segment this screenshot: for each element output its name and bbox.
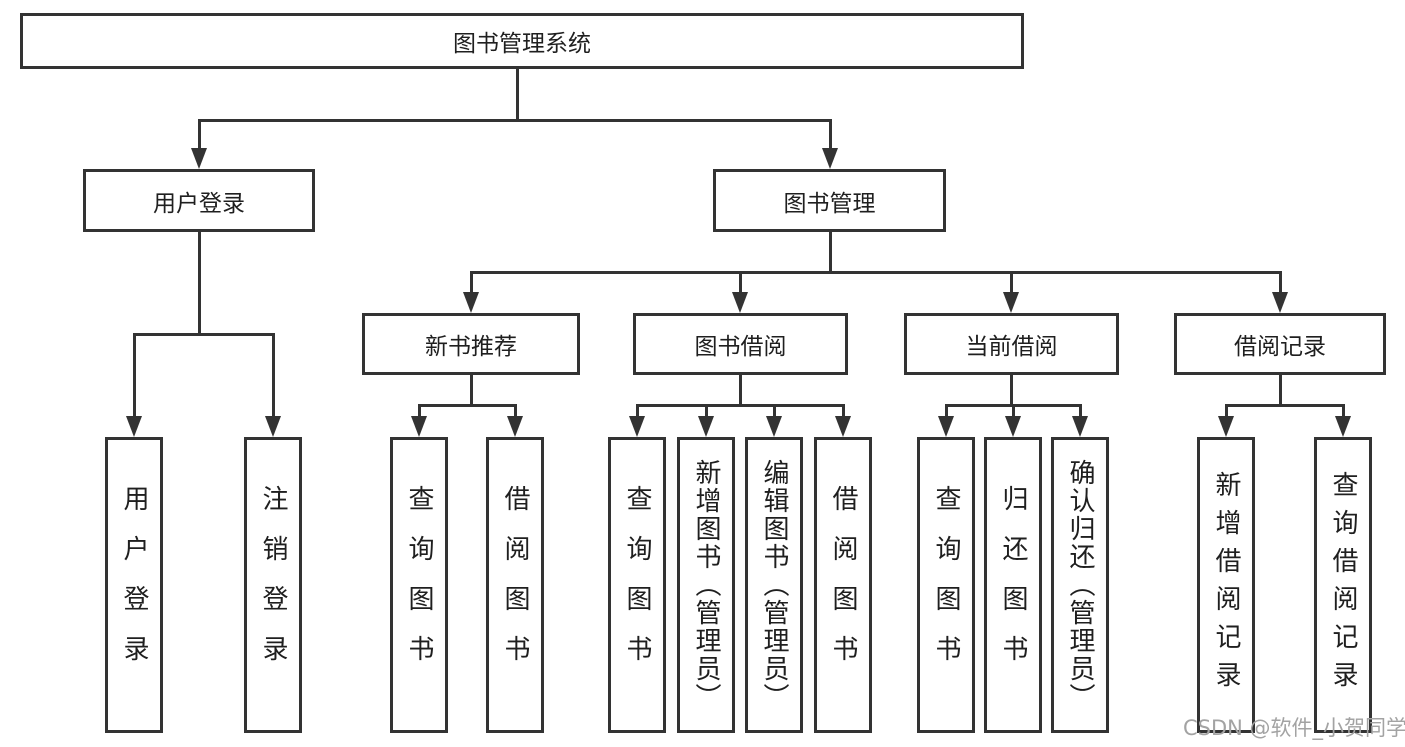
connector-line	[1225, 404, 1345, 407]
node-user-login: 用户登录	[83, 169, 315, 232]
connector-line	[1079, 405, 1082, 416]
node-leaf-borrow-books: 借阅图书	[814, 437, 872, 733]
node-leaf-return-books: 归还图书	[984, 437, 1042, 733]
arrowhead-down-icon	[938, 416, 954, 437]
connector-line	[773, 405, 776, 416]
arrowhead-down-icon	[126, 416, 142, 437]
connector-line	[1225, 405, 1228, 416]
node-leaf-borrow-books-recommend: 借阅图书	[486, 437, 544, 733]
connector-line	[418, 404, 517, 407]
connector-line	[945, 405, 948, 416]
node-leaf-query-borrow-record: 查询借阅记录	[1314, 437, 1372, 733]
connector-line	[739, 272, 742, 292]
leaf-label: 注销登录	[258, 485, 288, 685]
arrowhead-down-icon	[411, 416, 427, 437]
leaf-label: 借阅图书	[500, 485, 530, 685]
arrowhead-down-icon	[822, 148, 838, 169]
arrowhead-down-icon	[1072, 416, 1088, 437]
connector-line	[829, 232, 832, 272]
leaf-label: 借阅图书	[828, 485, 858, 685]
connector-line	[272, 334, 275, 416]
node-library-system: 图书管理系统	[20, 13, 1024, 69]
leaf-label: 编辑图书（管理员）	[759, 459, 789, 711]
node-book-borrowing: 图书借阅	[633, 313, 848, 375]
leaf-label: 确认归还（管理员）	[1065, 459, 1095, 711]
arrowhead-down-icon	[1005, 416, 1021, 437]
node-current-borrowing: 当前借阅	[904, 313, 1119, 375]
connector-line	[470, 272, 473, 292]
connector-line	[842, 405, 845, 416]
connector-line	[470, 375, 473, 405]
connector-line	[636, 404, 845, 407]
connector-line	[636, 405, 639, 416]
connector-line	[705, 405, 708, 416]
arrowhead-down-icon	[1003, 292, 1019, 313]
node-new-book-recommend: 新书推荐	[362, 313, 580, 375]
leaf-label: 新增图书（管理员）	[691, 459, 721, 711]
arrowhead-down-icon	[835, 416, 851, 437]
arrowhead-down-icon	[629, 416, 645, 437]
connector-line	[1342, 405, 1345, 416]
arrowhead-down-icon	[507, 416, 523, 437]
connector-line	[470, 271, 1282, 274]
node-book-management: 图书管理	[713, 169, 946, 232]
node-leaf-logout: 注销登录	[244, 437, 302, 733]
connector-line	[198, 232, 201, 334]
node-leaf-query-books-current: 查询图书	[917, 437, 975, 733]
leaf-label: 查询借阅记录	[1328, 471, 1358, 699]
node-leaf-query-books-recommend: 查询图书	[390, 437, 448, 733]
connector-line	[133, 334, 136, 416]
leaf-label: 查询图书	[931, 485, 961, 685]
connector-line	[516, 69, 519, 120]
connector-line	[1010, 272, 1013, 292]
arrowhead-down-icon	[1218, 416, 1234, 437]
leaf-label: 新增借阅记录	[1211, 471, 1241, 699]
connector-line	[198, 120, 201, 148]
csdn-watermark: CSDN @软件_小贺同学	[1183, 716, 1405, 740]
connector-line	[514, 405, 517, 416]
leaf-label: 归还图书	[998, 485, 1028, 685]
connector-line	[1279, 272, 1282, 292]
arrowhead-down-icon	[698, 416, 714, 437]
arrowhead-down-icon	[463, 292, 479, 313]
node-leaf-add-borrow-record: 新增借阅记录	[1197, 437, 1255, 733]
connector-line	[133, 333, 275, 336]
node-borrowing-records: 借阅记录	[1174, 313, 1386, 375]
arrowhead-down-icon	[191, 148, 207, 169]
arrowhead-down-icon	[1335, 416, 1351, 437]
arrowhead-down-icon	[766, 416, 782, 437]
connector-line	[418, 405, 421, 416]
connector-line	[829, 120, 832, 148]
arrowhead-down-icon	[1272, 292, 1288, 313]
node-leaf-query-books-borrowing: 查询图书	[608, 437, 666, 733]
connector-line	[1012, 405, 1015, 416]
node-leaf-user-login: 用户登录	[105, 437, 163, 733]
connector-line	[198, 119, 832, 122]
leaf-label: 查询图书	[622, 485, 652, 685]
connector-line	[1010, 375, 1013, 405]
connector-line	[739, 375, 742, 405]
node-leaf-edit-books-admin: 编辑图书（管理员）	[745, 437, 803, 733]
connector-line	[1279, 375, 1282, 405]
node-leaf-confirm-return-admin: 确认归还（管理员）	[1051, 437, 1109, 733]
arrowhead-down-icon	[732, 292, 748, 313]
node-leaf-add-books-admin: 新增图书（管理员）	[677, 437, 735, 733]
leaf-label: 用户登录	[119, 485, 149, 685]
leaf-label: 查询图书	[404, 485, 434, 685]
arrowhead-down-icon	[265, 416, 281, 437]
